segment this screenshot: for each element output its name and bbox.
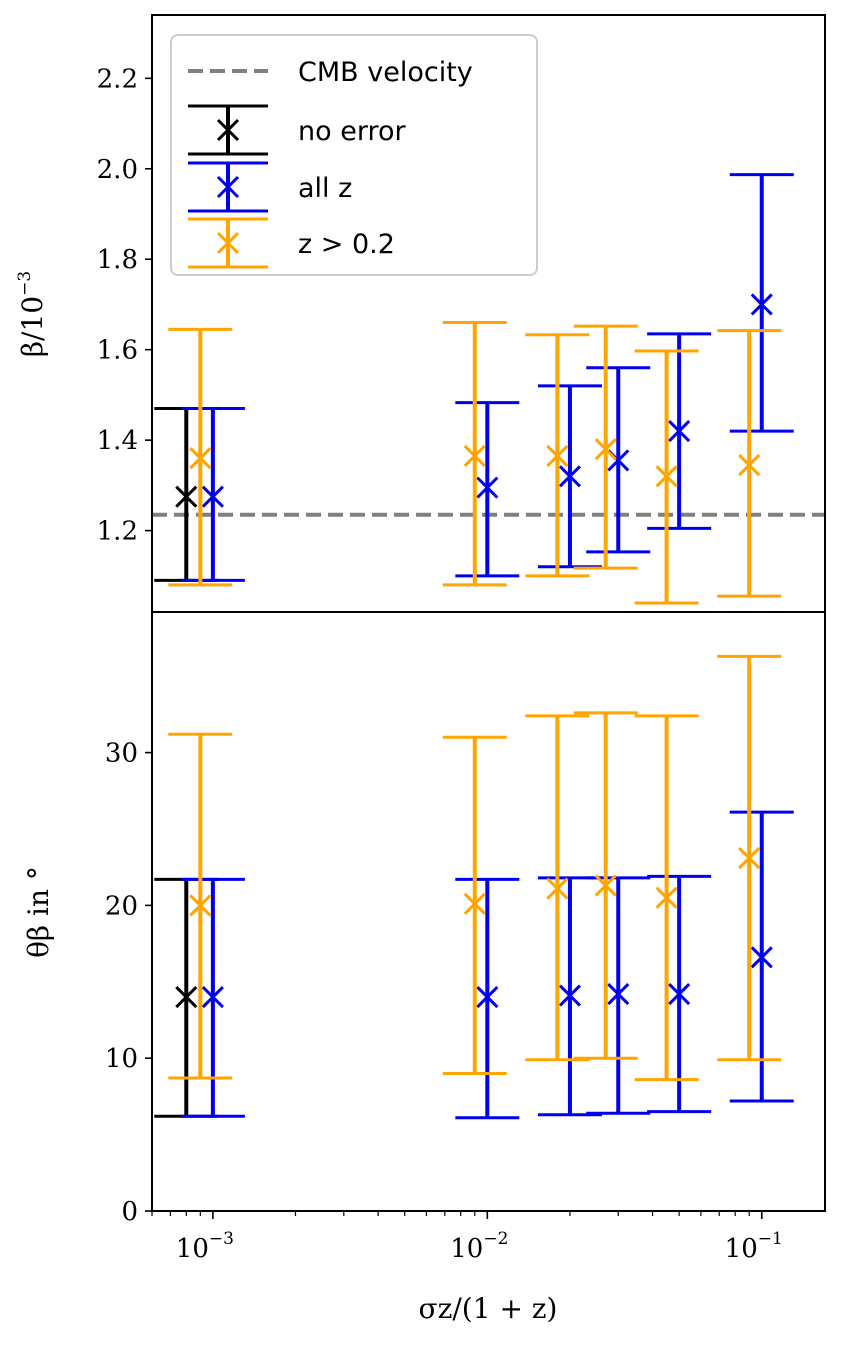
legend-label: z > 0.2 — [298, 229, 395, 260]
top-blue-point-marker — [668, 420, 691, 443]
legend-entries: CMB velocity no error all z z > 0.2 — [188, 57, 473, 269]
top-orange-point-marker — [655, 465, 678, 488]
legend-marker — [216, 175, 240, 199]
bottom-yticks-layer: 0 10 20 30 — [105, 739, 152, 1227]
bottom-orange-point-marker — [463, 892, 486, 915]
bottom-orange-point-marker — [189, 894, 212, 917]
top-blue-point-marker — [558, 465, 581, 488]
bottom-ytick-label: 30 — [105, 739, 138, 769]
bottom-ytick-label: 0 — [121, 1197, 138, 1227]
bottom-orange-point-marker — [738, 846, 761, 870]
legend-label: all z — [298, 173, 352, 204]
top-blue-point-marker — [201, 485, 224, 508]
x-axis-label: σz/(1 + z) — [419, 1292, 558, 1325]
top-blue-point-marker — [750, 293, 773, 316]
top-panel: 1.2 1.4 1.6 1.8 2.0 2.2 β/10−3 CMB velocity no… — [15, 14, 826, 613]
xtick-label-exponent: −3 — [209, 1229, 234, 1249]
xtick-label-exponent: −1 — [758, 1229, 783, 1249]
top-ytick-label: 1.2 — [97, 517, 138, 547]
legend-label: CMB velocity — [298, 57, 473, 88]
xtick-label: 10−1 — [725, 1229, 783, 1264]
bottom-y-axis-label: θβ in ° — [22, 866, 55, 958]
bottom-orange-point-marker — [546, 877, 569, 900]
bottom-blue-point-marker — [668, 982, 691, 1006]
bottom-orange-point-marker — [655, 886, 678, 909]
top-ytick-label: 2.2 — [97, 64, 138, 94]
xtick-label: 10−2 — [450, 1229, 508, 1264]
bottom-blue-point-marker — [476, 986, 499, 1009]
top-y-axis-label-main: β/10 — [16, 296, 49, 357]
bottom-ytick-label: 10 — [105, 1044, 138, 1074]
top-ytick-label: 1.4 — [97, 426, 138, 456]
bottom-blue-point-marker — [558, 984, 581, 1007]
bottom-plot-frame — [151, 611, 826, 1212]
top-orange-point-marker — [594, 438, 617, 461]
top-y-axis-label: β/10−3 — [15, 271, 49, 357]
top-yticks-layer: 1.2 1.4 1.6 1.8 2.0 2.2 — [97, 64, 152, 547]
bottom-orange-point-marker — [594, 874, 617, 897]
legend-marker — [216, 118, 240, 142]
bottom-blue-point-marker — [607, 982, 630, 1006]
xtick-label-base: 10 — [725, 1234, 758, 1264]
top-orange-point-marker — [738, 453, 761, 477]
legend-box — [170, 34, 538, 276]
top-black-point-marker — [175, 485, 198, 508]
bottom-marks-layer — [154, 654, 794, 1120]
top-orange-point-marker — [463, 444, 486, 468]
bottom-black-point-marker — [175, 986, 198, 1009]
bottom-blue-point-marker — [750, 946, 773, 969]
top-ytick-label: 1.6 — [97, 336, 138, 366]
xtick-label: 10−3 — [176, 1229, 234, 1264]
legend-label: no error — [298, 116, 406, 147]
top-y-axis-label-sup: −3 — [15, 271, 35, 296]
top-blue-point-marker — [476, 476, 499, 499]
legend-marker — [216, 231, 240, 255]
xtick-label-exponent: −2 — [483, 1229, 508, 1249]
legend: CMB velocity no error all z z > 0.2 — [170, 34, 538, 276]
xtick-label-base: 10 — [450, 1234, 483, 1264]
top-orange-point-marker — [546, 444, 569, 468]
top-ytick-label: 2.0 — [97, 155, 138, 185]
bottom-blue-point-marker — [201, 986, 224, 1009]
top-orange-point-marker — [189, 447, 212, 470]
bottom-ytick-label: 20 — [105, 891, 138, 921]
top-ytick-label: 1.8 — [97, 245, 138, 275]
top-marks-layer — [152, 173, 825, 605]
xtick-label-base: 10 — [176, 1234, 209, 1264]
